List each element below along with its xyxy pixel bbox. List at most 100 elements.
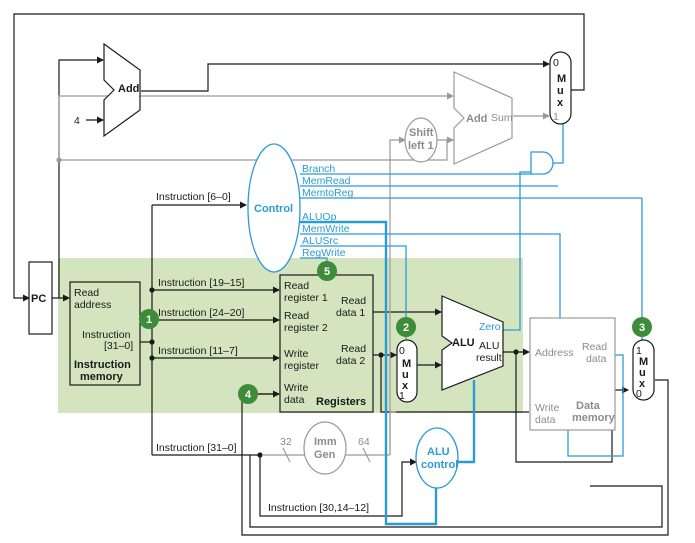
marker-3: 3 xyxy=(632,317,652,337)
svg-text:Gen: Gen xyxy=(314,449,336,461)
control-wires xyxy=(300,122,643,526)
svg-text:Address: Address xyxy=(535,347,574,359)
shift-left-unit: Shift left 1 xyxy=(404,117,438,163)
svg-text:x: x xyxy=(639,378,646,390)
signal-memread: MemRead xyxy=(302,175,351,187)
step-markers: 1 2 3 4 5 xyxy=(139,261,652,404)
svg-text:Add: Add xyxy=(466,113,487,125)
svg-text:PC: PC xyxy=(31,293,46,305)
datapath-wires xyxy=(13,13,669,536)
svg-text:u: u xyxy=(402,369,409,381)
add-const-4: 4 xyxy=(74,115,80,127)
inactive-wires xyxy=(56,92,550,463)
marker-1: 1 xyxy=(139,309,159,329)
field-31-0: Instruction [31–0] xyxy=(156,442,237,454)
svg-text:Read: Read xyxy=(74,287,99,299)
svg-text:data 1: data 1 xyxy=(336,307,365,319)
svg-text:M: M xyxy=(639,356,648,368)
svg-text:Shift: Shift xyxy=(409,127,434,139)
svg-text:Write: Write xyxy=(284,382,308,394)
svg-text:Data: Data xyxy=(576,400,601,412)
svg-text:Instruction: Instruction xyxy=(82,329,131,341)
svg-text:data: data xyxy=(535,414,556,426)
signal-branch: Branch xyxy=(302,163,335,175)
field-11-7: Instruction [11–7] xyxy=(158,345,238,357)
svg-text:0: 0 xyxy=(553,57,559,69)
signal-memtoreg: MemtoReg xyxy=(302,187,354,199)
svg-text:0: 0 xyxy=(399,345,405,357)
svg-text:Write: Write xyxy=(535,402,559,414)
svg-text:data 2: data 2 xyxy=(336,355,365,367)
svg-text:Read: Read xyxy=(341,343,366,355)
alu-unit: ALU Zero ALU result xyxy=(441,295,504,391)
svg-text:Read: Read xyxy=(341,295,366,307)
add-unit-branch: Add Sum xyxy=(453,71,513,165)
control-unit: Control xyxy=(247,143,301,273)
instruction-field-labels: Instruction [6–0] Instruction [19–15] In… xyxy=(156,191,369,514)
svg-text:memory: memory xyxy=(80,371,124,383)
svg-text:ALU: ALU xyxy=(452,337,475,349)
add-label: Add xyxy=(118,83,139,95)
svg-text:Read: Read xyxy=(582,341,607,353)
svg-text:Zero: Zero xyxy=(479,321,501,333)
svg-text:ALU: ALU xyxy=(427,446,450,458)
svg-text:control: control xyxy=(421,459,458,471)
svg-text:left 1: left 1 xyxy=(408,140,434,152)
and-gate xyxy=(530,151,554,175)
svg-text:[31–0]: [31–0] xyxy=(104,340,133,352)
field-6-0: Instruction [6–0] xyxy=(156,191,231,203)
svg-text:address: address xyxy=(74,299,111,311)
field-24-20: Instruction [24–20] xyxy=(158,307,244,319)
svg-text:Registers: Registers xyxy=(316,396,366,408)
svg-text:3: 3 xyxy=(639,322,645,334)
pc-register: PC xyxy=(28,261,53,335)
field-30-14-12: Instruction [30,14–12] xyxy=(268,502,369,514)
svg-text:x: x xyxy=(557,97,564,109)
alu-control-unit: ALU control xyxy=(415,427,459,489)
svg-text:u: u xyxy=(639,367,646,379)
svg-text:register 2: register 2 xyxy=(284,322,328,334)
control-signal-labels: Branch MemRead MemtoReg ALUOp MemWrite A… xyxy=(302,163,354,259)
svg-text:5: 5 xyxy=(324,266,330,278)
svg-text:result: result xyxy=(476,352,502,364)
marker-4: 4 xyxy=(238,384,258,404)
svg-text:M: M xyxy=(402,358,411,370)
svg-text:data: data xyxy=(284,394,305,406)
instruction-memory: Read address Instruction [31–0] Instruct… xyxy=(69,281,141,386)
svg-text:Read: Read xyxy=(284,280,309,292)
svg-text:4: 4 xyxy=(245,389,252,401)
svg-text:Imm: Imm xyxy=(314,436,337,448)
svg-text:64: 64 xyxy=(358,436,370,448)
svg-text:1: 1 xyxy=(399,390,405,402)
register-file: Read register 1 Read register 2 Write re… xyxy=(279,274,374,413)
signal-memwrite: MemWrite xyxy=(302,223,350,235)
memtoreg-mux: 1 M u x 0 xyxy=(632,339,655,401)
svg-text:32: 32 xyxy=(280,436,292,448)
svg-text:2: 2 xyxy=(403,322,409,334)
svg-text:1: 1 xyxy=(636,345,642,357)
mux-top: 0 M u x 1 xyxy=(549,51,572,125)
svg-text:Instruction: Instruction xyxy=(74,359,131,371)
imm-gen-unit: Imm Gen 32 64 xyxy=(280,421,370,475)
svg-text:x: x xyxy=(402,380,409,392)
marker-2: 2 xyxy=(396,317,416,337)
svg-text:1: 1 xyxy=(146,314,152,326)
svg-text:ALU: ALU xyxy=(479,340,499,352)
svg-text:Sum: Sum xyxy=(491,112,513,124)
data-memory: Address Read data Write data Data memory xyxy=(529,317,616,431)
svg-text:0: 0 xyxy=(636,388,642,400)
signal-alusrc: ALUSrc xyxy=(302,235,338,247)
svg-text:1: 1 xyxy=(553,111,559,123)
svg-text:register: register xyxy=(284,360,320,372)
svg-text:memory: memory xyxy=(572,412,616,424)
signal-regwrite: RegWrite xyxy=(302,247,346,259)
svg-text:Control: Control xyxy=(254,203,293,215)
svg-text:Write: Write xyxy=(284,348,308,360)
svg-text:data: data xyxy=(586,353,607,365)
svg-text:u: u xyxy=(557,85,564,97)
svg-text:register 1: register 1 xyxy=(284,292,328,304)
svg-text:Read: Read xyxy=(284,310,309,322)
alusrc-mux: 0 M u x 1 xyxy=(396,339,418,403)
add-unit-top: Add 4 xyxy=(74,42,141,138)
